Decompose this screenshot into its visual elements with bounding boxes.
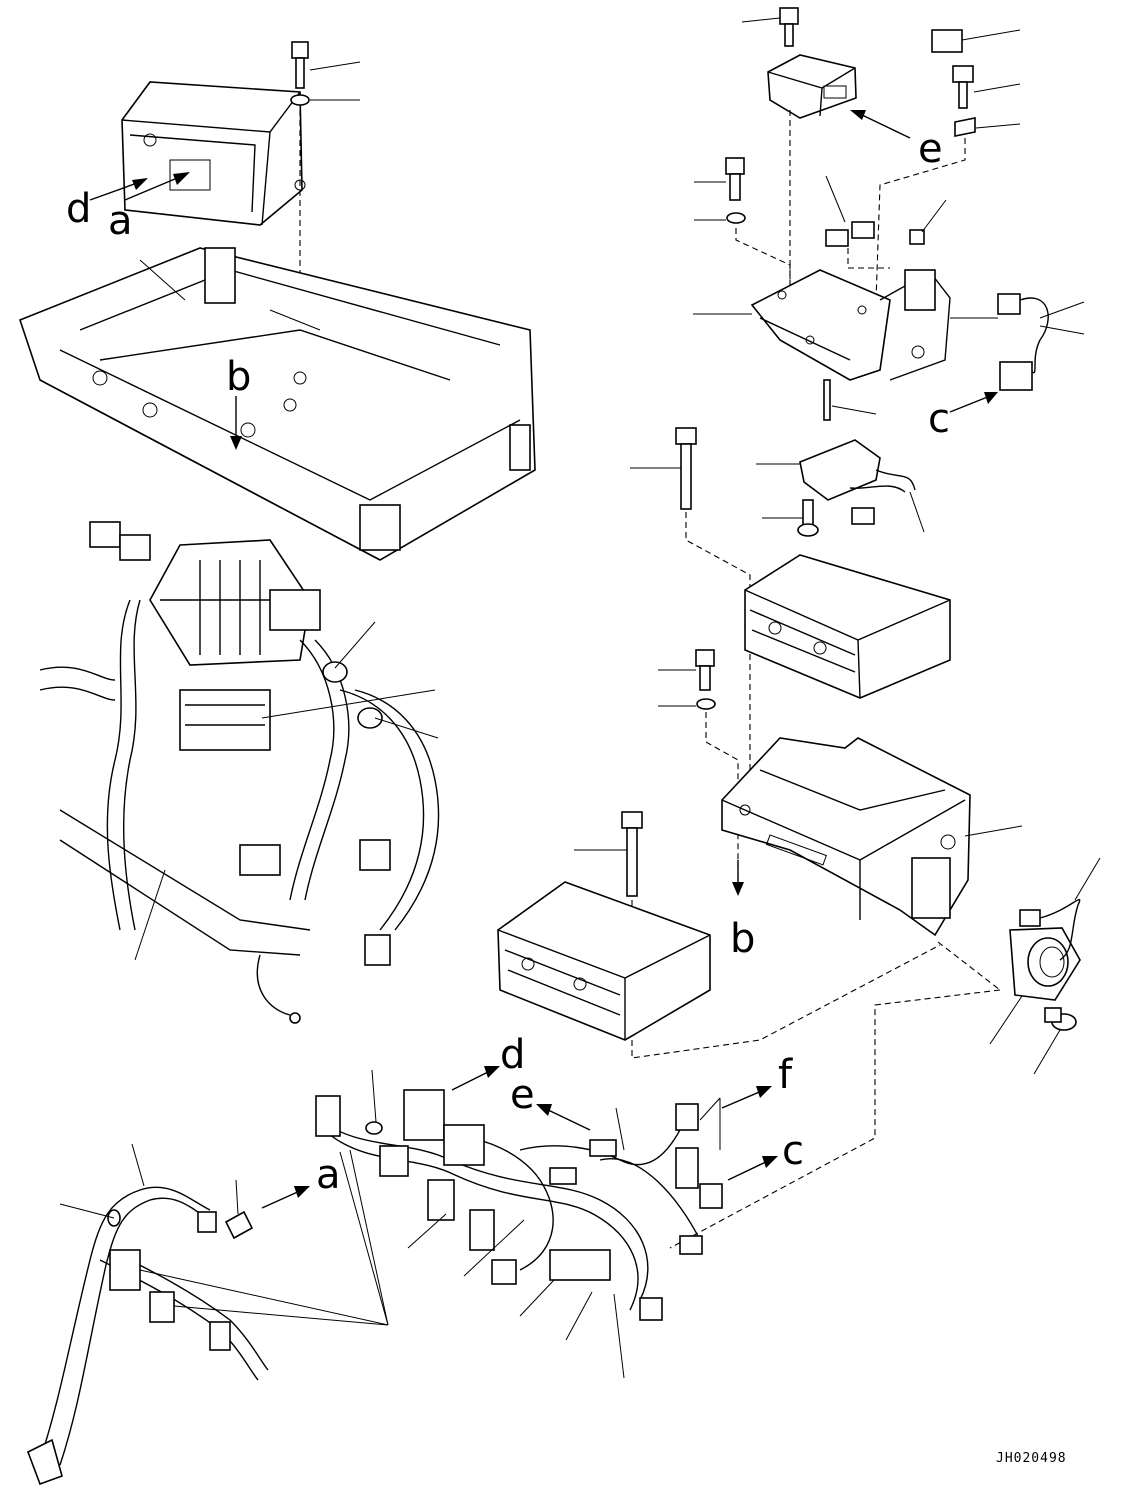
label-a-bottom: a: [316, 1152, 341, 1198]
fuse-pair: [825, 175, 890, 269]
floor-frame: [19, 247, 536, 561]
arrow-d-monitor: [89, 178, 148, 201]
label-b-mid: b: [730, 916, 755, 962]
monitor-unit: [121, 81, 306, 226]
bolt-top-left: [290, 41, 361, 385]
resistor-module: [756, 439, 925, 533]
reference-labels: d a b e c b d e f c a: [66, 126, 950, 1198]
buzzer: [669, 857, 1101, 1249]
label-a-top: a: [108, 198, 133, 244]
arrow-c-bottom: [727, 1156, 778, 1181]
main-wiring-harness: [39, 521, 440, 1024]
long-bolt-2: [574, 811, 941, 1059]
arrow-e-bottom: [536, 1104, 591, 1131]
label-d-bottom: d: [500, 1032, 525, 1078]
label-c-top: c: [928, 396, 950, 442]
arrow-b-frame: [230, 396, 242, 450]
mount-screw: [1033, 1007, 1077, 1075]
screw-small: [762, 499, 819, 537]
plug-a: [224, 1179, 254, 1240]
label-b-top: b: [226, 354, 251, 400]
arrow-d-bottom: [451, 1066, 500, 1091]
cab-harness: [315, 1069, 723, 1379]
small-module-top: [767, 54, 857, 119]
arrow-f-bottom: [721, 1086, 772, 1109]
label-e-bottom: e: [510, 1072, 535, 1118]
bolt-ecu: [658, 649, 739, 892]
clip-top-right: [874, 117, 1021, 331]
bolt-top-right-2: [952, 65, 1021, 109]
connector-top-right: [931, 29, 1021, 53]
pin-small: [823, 379, 877, 421]
label-c-bottom: c: [782, 1128, 804, 1174]
grommet-small: [909, 199, 947, 245]
side-connector-c-harness: [950, 293, 1085, 391]
arrow-b-lower: [732, 860, 744, 896]
figure-code: JH020498: [996, 1451, 1067, 1466]
long-bolt-1: [630, 427, 751, 830]
arrow-e-top: [850, 110, 911, 139]
label-d-top: d: [66, 186, 91, 232]
ecu-upper: [744, 554, 951, 699]
ecu-tray: [721, 737, 1023, 991]
mounting-bracket: [693, 269, 951, 381]
ecu-lower: [497, 881, 711, 1041]
label-f-bottom: f: [778, 1052, 793, 1098]
label-e-top: e: [918, 126, 943, 172]
bolt-mid-right: [694, 157, 791, 300]
floor-harness: [26, 1143, 389, 1486]
bolt-top-right-1: [741, 7, 799, 335]
arrow-a-bottom: [261, 1186, 310, 1209]
arrow-a-monitor: [124, 172, 190, 201]
arrow-c-top: [949, 392, 998, 413]
